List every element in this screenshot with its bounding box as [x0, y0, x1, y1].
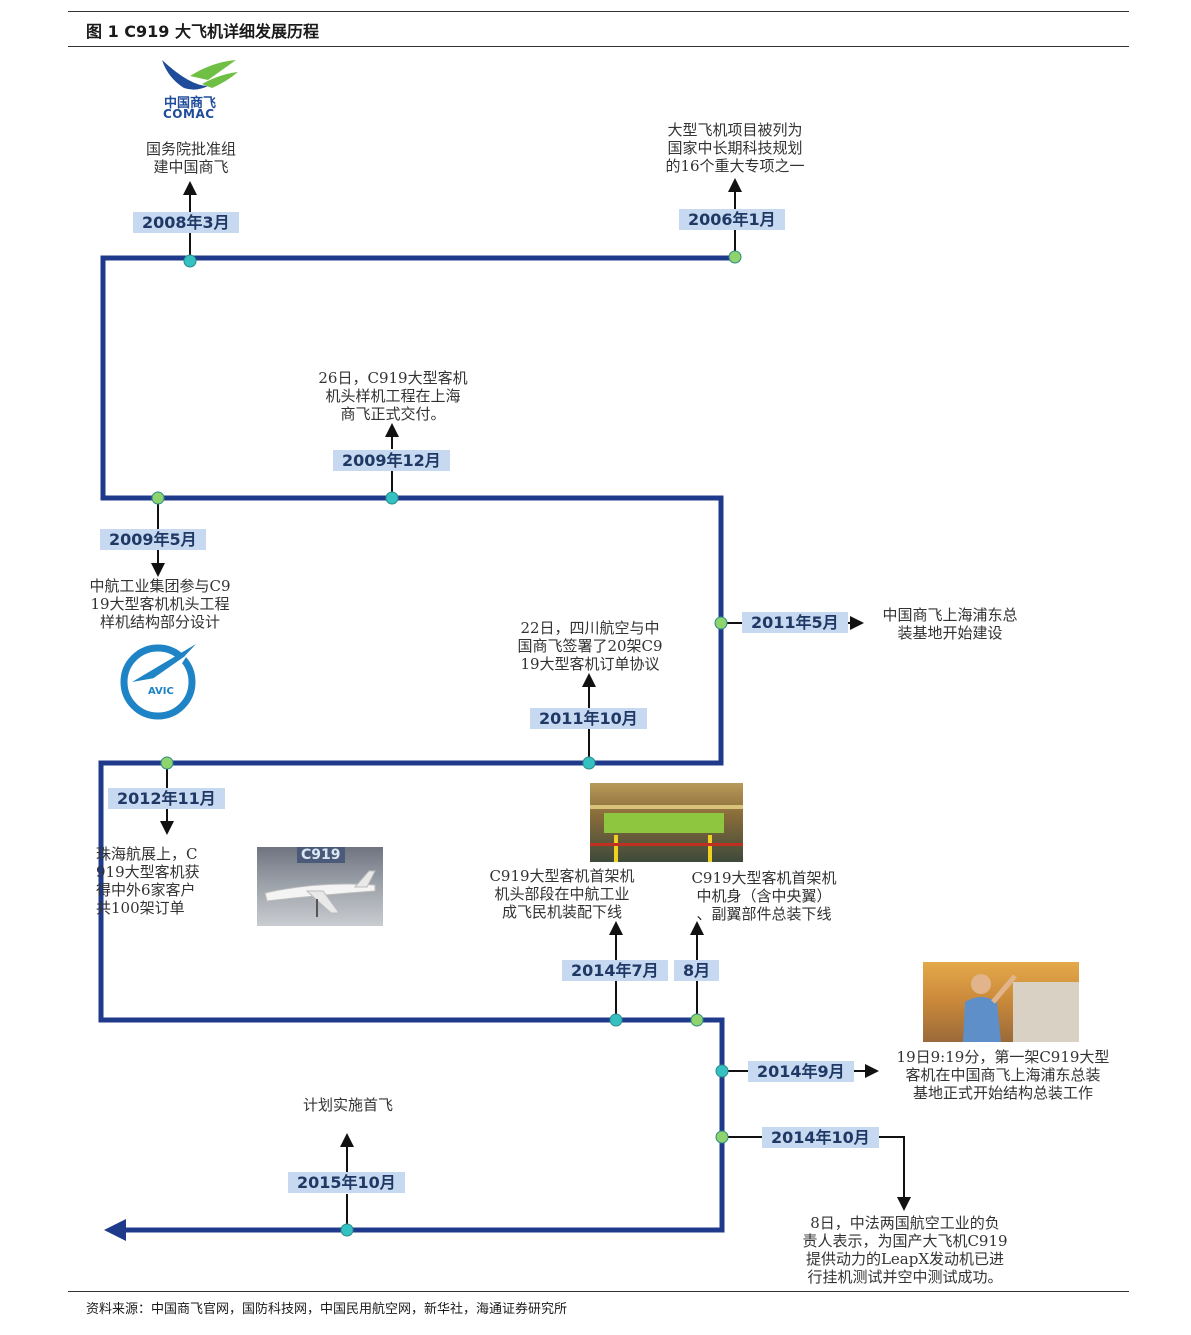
worker-icon — [963, 974, 1079, 1042]
node-2015-10 — [340, 1223, 354, 1237]
factory-icon — [590, 805, 743, 862]
date-2011-05: 2011年5月 — [742, 612, 848, 633]
event-text-2014-08: C919大型客机首架机 中机身（含中央翼） 、副翼部件总装下线 — [691, 869, 837, 923]
node-2008-03 — [183, 254, 197, 268]
event-text-2006-01: 大型飞机项目被列为 国家中长期科技规划 的16个重大专项之一 — [665, 121, 805, 175]
figure-title: 图 1 C919 大飞机详细发展历程 — [86, 22, 319, 41]
date-2014-08: 8月 — [674, 960, 720, 981]
event-text-2012-11: 珠海航展上，C 919大型客机获 得中外6家客户 共100架订单 — [96, 845, 200, 917]
date-2015-10: 2015年10月 — [288, 1172, 405, 1193]
photo-c919-model: C919 — [257, 847, 383, 926]
event-text-2014-09: 19日9:19分，第一架C919大型 客机在中国商飞上海浦东总装 基地正式开始结… — [896, 1048, 1110, 1102]
avic-logo-icon — [120, 644, 196, 720]
event-text-2008-03: 国务院批准组 建中国商飞 — [145, 140, 236, 176]
photo-structural-assembly — [923, 962, 1079, 1042]
node-2014-09 — [715, 1064, 729, 1078]
top-rule — [68, 11, 1129, 12]
node-2006-01 — [728, 250, 742, 264]
date-2006-01: 2006年1月 — [679, 209, 785, 230]
node-2009-05 — [151, 491, 165, 505]
comac-logo-icon — [162, 60, 238, 90]
comac-logo-cn: 中国商飞 — [164, 96, 217, 111]
node-2012-11 — [160, 756, 174, 770]
photo-assembly-line — [590, 783, 743, 862]
date-2009-12: 2009年12月 — [333, 450, 450, 471]
avic-logo: AVIC — [118, 642, 200, 720]
comac-logo-en: COMAC — [163, 107, 215, 121]
event-text-2011-05: 中国商飞上海浦东总 装基地开始建设 — [882, 606, 1018, 642]
node-2011-05 — [714, 616, 728, 630]
bottom-rule — [68, 1291, 1129, 1292]
airplane-icon — [264, 870, 376, 917]
node-2014-10 — [715, 1130, 729, 1144]
avic-logo-text: AVIC — [148, 686, 174, 697]
node-2009-12 — [385, 491, 399, 505]
event-text-2011-10: 22日，四川航空与中 国商飞签署了20架C9 19大型客机订单协议 — [517, 619, 663, 673]
event-text-2015-10: 计划实施首飞 — [302, 1096, 393, 1114]
comac-logo: 中国商飞 COMAC — [150, 56, 250, 122]
title-rule — [68, 46, 1129, 47]
event-text-2009-05: 中航工业集团参与C9 19大型客机机头工程 样机结构部分设计 — [89, 577, 231, 631]
event-text-2009-12: 26日，C919大型客机 机头样机工程在上海 商飞正式交付。 — [318, 369, 468, 423]
source-note: 资料来源：中国商飞官网，国防科技网，中国民用航空网，新华社，海通证券研究所 — [86, 1302, 568, 1317]
arrow-2014-10 — [868, 1136, 911, 1211]
date-2014-09: 2014年9月 — [748, 1061, 854, 1082]
date-2014-10: 2014年10月 — [762, 1127, 879, 1148]
date-2012-11: 2012年11月 — [108, 788, 225, 809]
photo-c919-label: C919 — [297, 847, 345, 863]
date-2014-07: 2014年7月 — [562, 960, 668, 981]
node-2014-07 — [609, 1013, 623, 1027]
timeline-end-arrow — [104, 1219, 126, 1241]
node-2011-10 — [582, 756, 596, 770]
event-text-2014-07: C919大型客机首架机 机头部段在中航工业 成飞民机装配下线 — [489, 867, 635, 921]
date-2011-10: 2011年10月 — [530, 708, 647, 729]
date-2008-03: 2008年3月 — [133, 212, 239, 233]
timeline-path — [98, 255, 735, 1233]
date-2009-05: 2009年5月 — [100, 529, 206, 550]
node-2014-08 — [690, 1013, 704, 1027]
event-text-2014-10: 8日，中法两国航空工业的负 责人表示，为国产大飞机C919 提供动力的LeapX… — [802, 1214, 1008, 1286]
